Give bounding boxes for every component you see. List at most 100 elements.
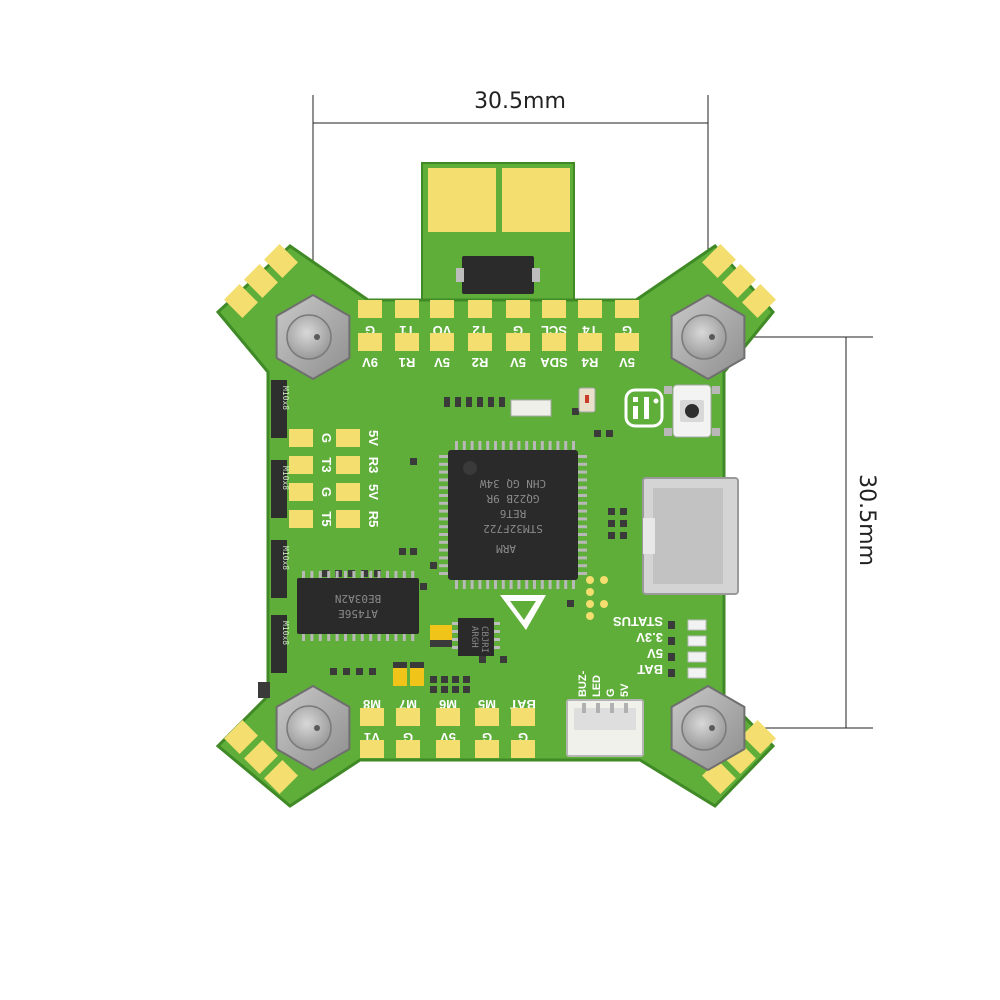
bottom-pad-lower [436,740,460,758]
status-led-label: BAT [637,662,663,677]
left-pad-b-label: R3 [366,457,381,474]
svg-text:M10x8: M10x8 [281,546,290,570]
status-resistor [668,621,675,629]
bottom-pad-lower [360,740,384,758]
top-pad-lower [468,333,492,351]
standoffs [275,293,746,772]
connector-pin-label: G [605,688,617,697]
dimension-horizontal: 30.5mm [312,89,709,325]
left-pad-a-label: T5 [319,511,334,526]
connector-pin-label: LED [591,675,603,697]
bottom-pad-upper [436,708,460,726]
top-pad-lower-label: R1 [399,355,416,370]
top-pad-lower [542,333,566,351]
top-pad-upper [395,300,419,318]
direction-arrow [500,595,546,630]
left-pad-a [289,510,313,528]
svg-text:M10x8: M10x8 [281,386,290,410]
top-pad-upper [542,300,566,318]
corner-pads-top-left [224,244,298,318]
power-tab [421,162,575,304]
top-pad-upper [578,300,602,318]
driver-chip-line1: AT456E [338,607,378,620]
tantalum-capacitors [393,625,452,686]
top-pad-upper [430,300,454,318]
status-led-label: 5V [647,646,663,661]
mcu-line2: RET6 [500,507,527,520]
svg-text:M10x8: M10x8 [281,466,290,490]
bottom-pad-lower [475,740,499,758]
top-pad-upper [615,300,639,318]
mcu-line4: CHN GQ 34W [480,477,547,490]
crystal-oscillator [510,399,552,417]
left-pad-b [336,456,360,474]
status-led [687,635,707,647]
corner-pads-bottom-left [224,720,298,794]
left-pad-a-label: T3 [319,457,334,472]
top-pad-upper [506,300,530,318]
top-pad-lower [615,333,639,351]
status-resistor [668,637,675,645]
top-pad-lower [358,333,382,351]
mcu-line1: STM32F722 [483,522,543,535]
corner-pads-top-right [702,244,776,318]
top-pad-upper-label: G [365,323,375,338]
top-pad-upper-label: G [622,323,632,338]
dimension-horizontal-label: 30.5mm [474,89,566,114]
dimension-vertical-label: 30.5mm [854,474,879,566]
bottom-pad-upper [396,708,420,726]
left-pad-b [336,510,360,528]
status-resistor [668,669,675,677]
boot-button[interactable] [664,384,720,438]
status-led [687,619,707,631]
small-chip-line1: ARGH [469,626,479,648]
svg-text:M10x8: M10x8 [281,621,290,645]
left-pad-b-label: R5 [366,511,381,528]
diode-component [462,256,534,294]
left-pad-a [289,429,313,447]
standoff-nut [670,684,746,772]
test-points [586,576,608,620]
bottom-pad-lower [511,740,535,758]
standoff-nut [670,293,746,381]
usb-c-port[interactable] [642,477,739,595]
left-pad-a-label: G [319,433,334,443]
top-pad-upper [358,300,382,318]
status-led [687,651,707,663]
left-pad-a [289,483,313,501]
top-pad-upper-label: G [513,323,523,338]
left-pad-b [336,429,360,447]
bottom-pad-upper [475,708,499,726]
bottom-pad-upper [360,708,384,726]
bottom-pad-lower-label: G [482,730,492,745]
left-pad-b-label: 5V [366,484,381,500]
top-pad-lower [506,333,530,351]
left-pad-a [289,456,313,474]
power-pad-right [502,168,570,232]
passive-components [258,387,627,698]
dimension-vertical: 30.5mm [715,336,879,729]
top-pad-lower-label: 5V [510,355,526,370]
top-pad-lower-label: R4 [581,355,598,370]
power-pad-left [428,168,496,232]
driver-chip: AT456E BE03A2N [297,571,419,641]
bottom-pad-upper [511,708,535,726]
connector-pin-label: 5V [619,683,631,697]
status-led [687,667,707,679]
top-pad-lower-label: 5V [619,355,635,370]
status-led-label: STATUS [613,614,663,629]
driver-chip-line2: BE03A2N [335,592,381,605]
standoff-nut [275,293,351,381]
status-led-label: 3.3V [636,630,663,645]
top-pad-upper [468,300,492,318]
buzzer-led-connector[interactable] [566,699,644,757]
small-chip: ARGH CBJRI [452,618,500,656]
status-resistor [668,653,675,661]
mcu-chip: ARM STM32F722 RET6 GQ22B 9R CHN GQ 34W [439,441,587,589]
bottom-pad-lower-label: G [403,730,413,745]
top-pad-lower [578,333,602,351]
